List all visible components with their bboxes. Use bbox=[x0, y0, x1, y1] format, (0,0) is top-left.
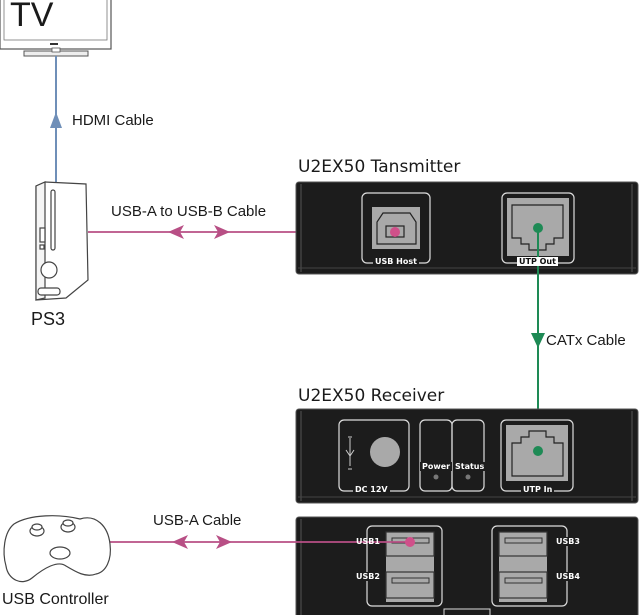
usb4-port-label: USB4 bbox=[554, 572, 582, 581]
usb-host-connector-dot bbox=[390, 227, 400, 237]
usb-a-arrow-right-icon bbox=[216, 535, 232, 549]
receiver-title: U2EX50 Receiver bbox=[298, 386, 445, 406]
catx-arrow-icon bbox=[531, 333, 545, 348]
utp-out-connector-dot bbox=[533, 223, 543, 233]
power-led-label: Power bbox=[420, 462, 453, 471]
usb-ab-cable-label: USB-A to USB-B Cable bbox=[111, 203, 267, 220]
tv-icon bbox=[0, 0, 112, 57]
transmitter-body bbox=[295, 181, 639, 275]
usb-a-cable-label: USB-A Cable bbox=[153, 512, 242, 529]
dc-port-label: DC 12V bbox=[353, 485, 390, 494]
utp-out-port-label: UTP Out bbox=[517, 257, 558, 266]
ps3-label: PS3 bbox=[31, 309, 66, 329]
usb-a-arrow-left-icon bbox=[172, 535, 188, 549]
hdmi-arrow-icon bbox=[50, 112, 62, 128]
tv-label: TV bbox=[10, 0, 54, 34]
status-led-label: Status bbox=[453, 462, 487, 471]
usb-host-port-label: USB Host bbox=[373, 257, 419, 266]
hdmi-cable-label: HDMI Cable bbox=[72, 112, 154, 129]
usb2-port-label: USB2 bbox=[354, 572, 382, 581]
usb-ab-arrow-right-icon bbox=[214, 225, 230, 239]
usb-controller-icon bbox=[3, 515, 111, 583]
usb1-port-label: USB1 bbox=[356, 537, 380, 546]
catx-cable-label: CATx Cable bbox=[546, 332, 626, 349]
utp-in-connector-dot bbox=[533, 446, 543, 456]
usb3-port-label: USB3 bbox=[554, 537, 582, 546]
receiver-body bbox=[295, 408, 639, 504]
usb-hub-body bbox=[295, 516, 639, 615]
controller-label: USB Controller bbox=[2, 591, 109, 608]
utp-in-port-label: UTP In bbox=[521, 485, 555, 494]
ps3-console-icon bbox=[35, 181, 89, 301]
usb-ab-arrow-left-icon bbox=[168, 225, 184, 239]
usb1-connector-dot bbox=[405, 537, 415, 547]
transmitter-title: U2EX50 Tansmitter bbox=[298, 157, 461, 177]
